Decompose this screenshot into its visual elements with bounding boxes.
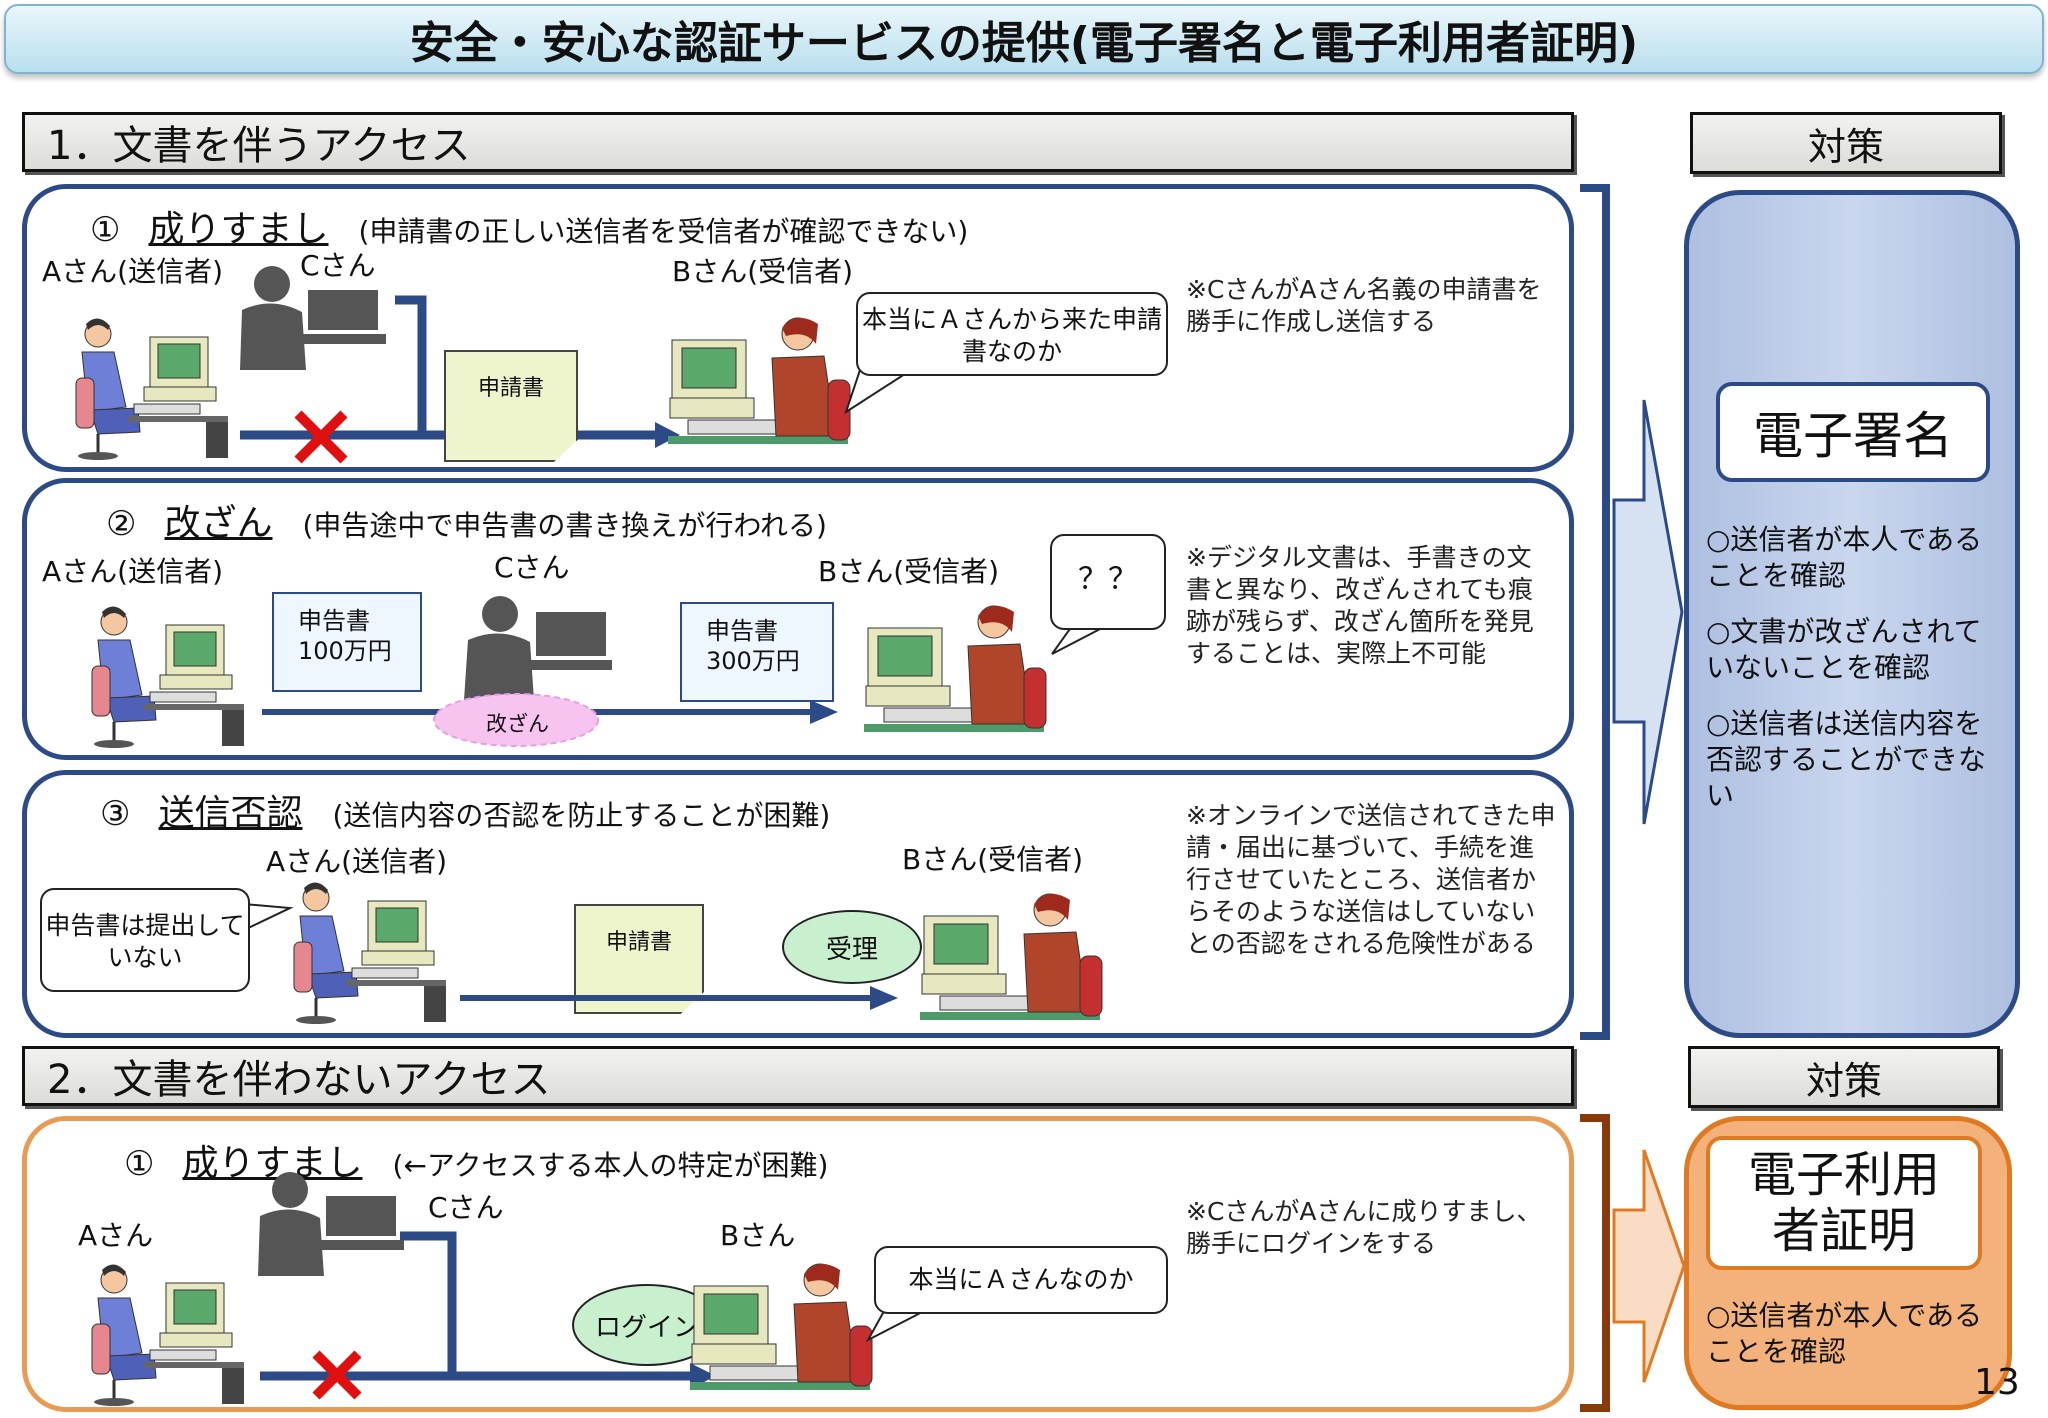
person-at-computer-icon <box>75 318 228 460</box>
section2-receiver-label: Bさん <box>720 1219 796 1252</box>
case2-note: ※デジタル文書は、手書きの文書と異なり、改ざんされても痕跡が残らず、改ざん箇所を… <box>1186 543 1534 668</box>
case1-note: ※CさんがAさん名義の申請書を勝手に作成し送信する <box>1186 275 1542 336</box>
silhouette-attacker-icon <box>240 266 386 370</box>
countermeasure1-point-1: ○送信者が本人であることを確認 <box>1706 523 1983 592</box>
red-x-icon <box>294 410 348 464</box>
countermeasure1-box <box>1684 190 2020 1038</box>
page-number: 13 <box>1974 1362 2020 1403</box>
person-at-computer-icon <box>690 1263 873 1390</box>
section2-speech-bubble: 本当にＡさんなのか <box>874 1246 1168 1314</box>
countermeasure1-point-3: ○送信者は送信内容を否認することができない <box>1706 707 1987 812</box>
case2-sender-label: Aさん(送信者) <box>42 555 224 588</box>
section2-taisaku-label: 対策 <box>1688 1046 2000 1108</box>
section2-note: ※CさんがAさんに成りすまし、勝手にログインをする <box>1186 1197 1542 1258</box>
tamper-label: 改ざん <box>486 712 549 736</box>
case3-sender-label: Aさん(送信者) <box>266 845 448 878</box>
accept-oval: 受理 <box>782 910 922 984</box>
person-at-computer-icon <box>668 317 851 444</box>
case3-note: ※オンラインで送信されてきた申請・届出に基づいて、手続を進行させていたところ、送… <box>1186 801 1556 958</box>
section2-attacker-label: Cさん <box>428 1191 504 1224</box>
case1-document: 申請書 <box>444 350 578 462</box>
case2-attacker-label: Cさん <box>494 551 570 584</box>
section1-taisaku-label: 対策 <box>1690 112 2002 174</box>
case3-panel <box>22 770 1574 1038</box>
case3-receiver-label: Bさん(受信者) <box>902 843 1084 876</box>
person-at-computer-icon <box>864 605 1047 732</box>
countermeasure2-point-1: ○送信者が本人であることを確認 <box>1706 1299 1983 1368</box>
red-x-icon <box>312 1350 362 1400</box>
case2-receiver-label: Bさん(受信者) <box>818 555 1000 588</box>
countermeasure1-point-2: ○文書が改ざんされていないことを確認 <box>1706 615 1982 684</box>
case1-attacker-label: Cさん <box>300 249 376 282</box>
person-at-computer-icon <box>920 893 1103 1020</box>
person-at-computer-icon <box>91 1264 244 1406</box>
section2-header: 2．文書を伴わないアクセス <box>22 1046 1574 1106</box>
section1-header: 1．文書を伴うアクセス <box>22 112 1574 172</box>
countermeasure2-title: 電子利用者証明 <box>1706 1136 1982 1270</box>
silhouette-attacker-icon <box>464 596 612 700</box>
case1-receiver-label: Bさん(受信者) <box>672 255 854 288</box>
page-title: 安全・安心な認証サービスの提供(電子署名と電子利用者証明) <box>4 4 2044 74</box>
person-at-computer-icon <box>293 882 446 1024</box>
case1-sender-label: Aさん(送信者) <box>42 255 224 288</box>
silhouette-attacker-icon <box>258 1172 404 1276</box>
case2-speech-bubble: ？？ <box>1050 534 1166 630</box>
section2-sender-label: Aさん <box>78 1219 154 1252</box>
person-at-computer-icon <box>91 606 244 748</box>
countermeasure1-title: 電子署名 <box>1716 382 1990 482</box>
case1-speech-bubble: 本当にＡさんから来た申請書なのか <box>856 292 1168 376</box>
case3-speech-bubble: 申告書は提出していない <box>40 888 250 992</box>
